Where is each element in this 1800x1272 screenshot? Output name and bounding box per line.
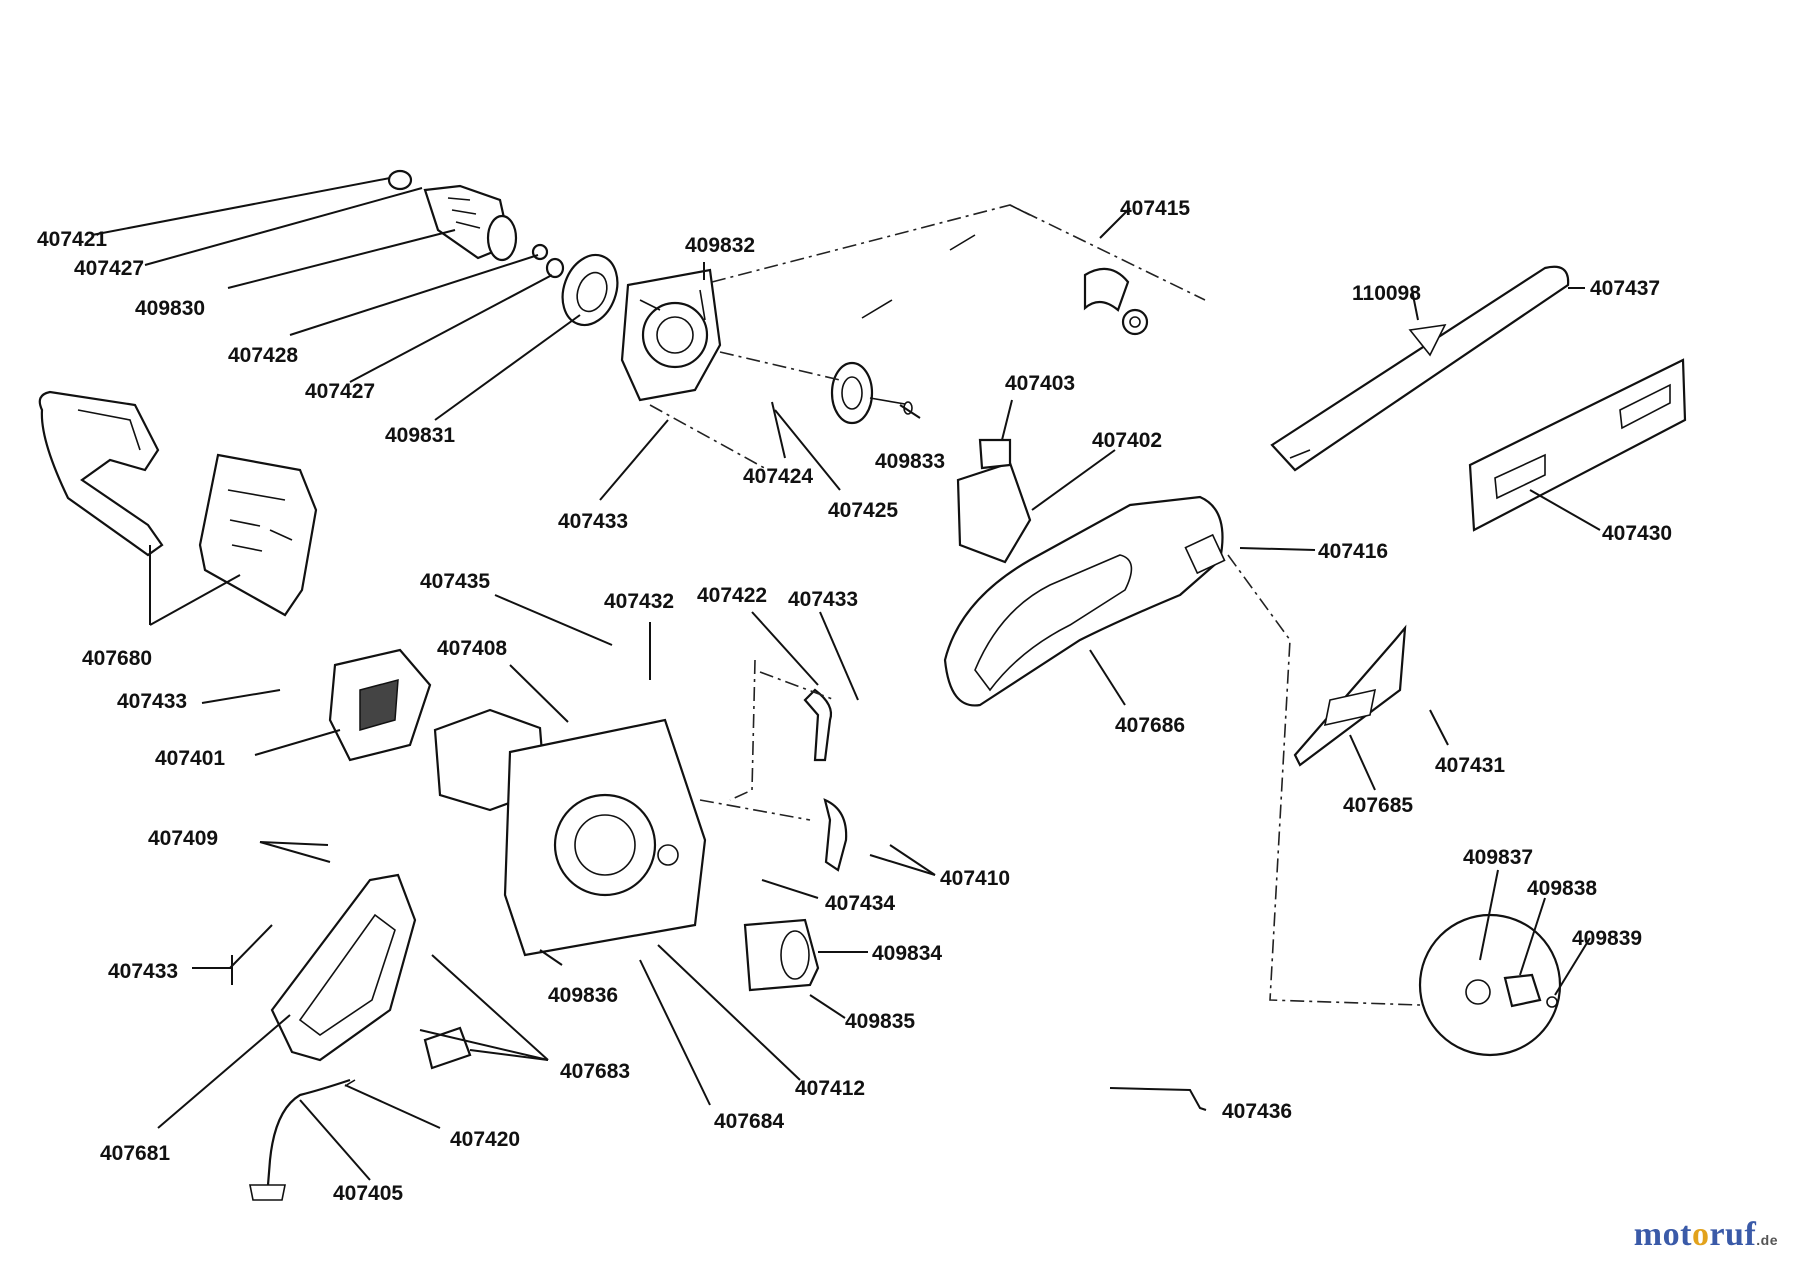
motor-armature bbox=[387, 169, 565, 279]
gear-housing bbox=[620, 268, 722, 402]
label-407433: 407433 bbox=[117, 690, 187, 713]
detail-circle bbox=[1418, 913, 1562, 1057]
label-407412: 407412 bbox=[795, 1077, 865, 1100]
label-407436: 407436 bbox=[1222, 1100, 1292, 1123]
switch-trigger bbox=[803, 688, 848, 872]
motor-housing bbox=[433, 708, 707, 957]
label-407686: 407686 bbox=[1115, 714, 1185, 737]
label-407433: 407433 bbox=[558, 510, 628, 533]
label-407433: 407433 bbox=[108, 960, 178, 983]
label-407433: 407433 bbox=[788, 588, 858, 611]
part-labels: 407421 407427 409830 407428 407427 40983… bbox=[37, 197, 1672, 1205]
label-407401: 407401 bbox=[155, 747, 225, 770]
label-409839: 409839 bbox=[1572, 927, 1642, 950]
label-407437: 407437 bbox=[1590, 277, 1660, 300]
label-407422: 407422 bbox=[697, 584, 767, 607]
label-407432: 407432 bbox=[604, 590, 674, 613]
label-407430: 407430 bbox=[1602, 522, 1672, 545]
label-110098: 110098 bbox=[1352, 282, 1421, 305]
label-407421: 407421 bbox=[37, 228, 107, 251]
power-cord bbox=[249, 1078, 351, 1201]
label-407403: 407403 bbox=[1005, 372, 1075, 395]
label-407684: 407684 bbox=[714, 1110, 784, 1133]
label-407431: 407431 bbox=[1435, 754, 1505, 777]
guide-bar bbox=[1270, 265, 1570, 472]
label-407427: 407427 bbox=[305, 380, 375, 403]
sprocket-cover bbox=[943, 495, 1226, 707]
motoruf-watermark: motoruf.de bbox=[1634, 1216, 1778, 1254]
watermark-part-2: o bbox=[1691, 1216, 1710, 1253]
label-407435: 407435 bbox=[420, 570, 490, 593]
label-407416: 407416 bbox=[1318, 540, 1388, 563]
chain-tensioner-parts bbox=[861, 204, 1149, 336]
label-409834: 409834 bbox=[872, 942, 942, 965]
side-plate bbox=[1293, 624, 1407, 767]
label-407415: 407415 bbox=[1120, 197, 1190, 220]
label-409830: 409830 bbox=[135, 297, 205, 320]
label-407434: 407434 bbox=[825, 892, 895, 915]
label-407683: 407683 bbox=[560, 1060, 630, 1083]
label-409836: 409836 bbox=[548, 984, 618, 1007]
label-409832: 409832 bbox=[685, 234, 755, 257]
label-407425: 407425 bbox=[828, 499, 898, 522]
rear-handle-cover bbox=[270, 873, 417, 1062]
label-409838: 409838 bbox=[1527, 877, 1597, 900]
hand-guard bbox=[198, 453, 318, 617]
label-407428: 407428 bbox=[228, 344, 298, 367]
label-409835: 409835 bbox=[845, 1010, 915, 1033]
label-407424: 407424 bbox=[743, 465, 813, 488]
label-409833: 409833 bbox=[875, 450, 945, 473]
label-407685: 407685 bbox=[1343, 794, 1413, 817]
watermark-part-3: ruf bbox=[1709, 1216, 1757, 1253]
assembly-lines bbox=[649, 204, 1421, 1006]
motor-shroud bbox=[328, 648, 432, 762]
label-407408: 407408 bbox=[437, 637, 507, 660]
drive-gear bbox=[830, 361, 913, 425]
label-407681: 407681 bbox=[100, 1142, 170, 1165]
field-coil bbox=[743, 918, 820, 992]
leader-lines bbox=[91, 177, 1601, 1181]
front-handle bbox=[38, 390, 164, 557]
label-407420: 407420 bbox=[450, 1128, 520, 1151]
watermark-part-1: mot bbox=[1633, 1216, 1692, 1253]
label-407427: 407427 bbox=[74, 257, 144, 280]
label-407405: 407405 bbox=[333, 1182, 403, 1205]
label-407680: 407680 bbox=[82, 647, 152, 670]
watermark-tld: .de bbox=[1756, 1232, 1778, 1248]
chain-adjuster-pin bbox=[1109, 1087, 1207, 1111]
label-407409: 407409 bbox=[148, 827, 218, 850]
label-407402: 407402 bbox=[1092, 429, 1162, 452]
label-409837: 409837 bbox=[1463, 846, 1533, 869]
label-407410: 407410 bbox=[940, 867, 1010, 890]
label-409831: 409831 bbox=[385, 424, 455, 447]
oil-tank bbox=[956, 438, 1032, 564]
bearing-ring bbox=[561, 253, 619, 327]
saw-chain bbox=[1468, 358, 1687, 532]
